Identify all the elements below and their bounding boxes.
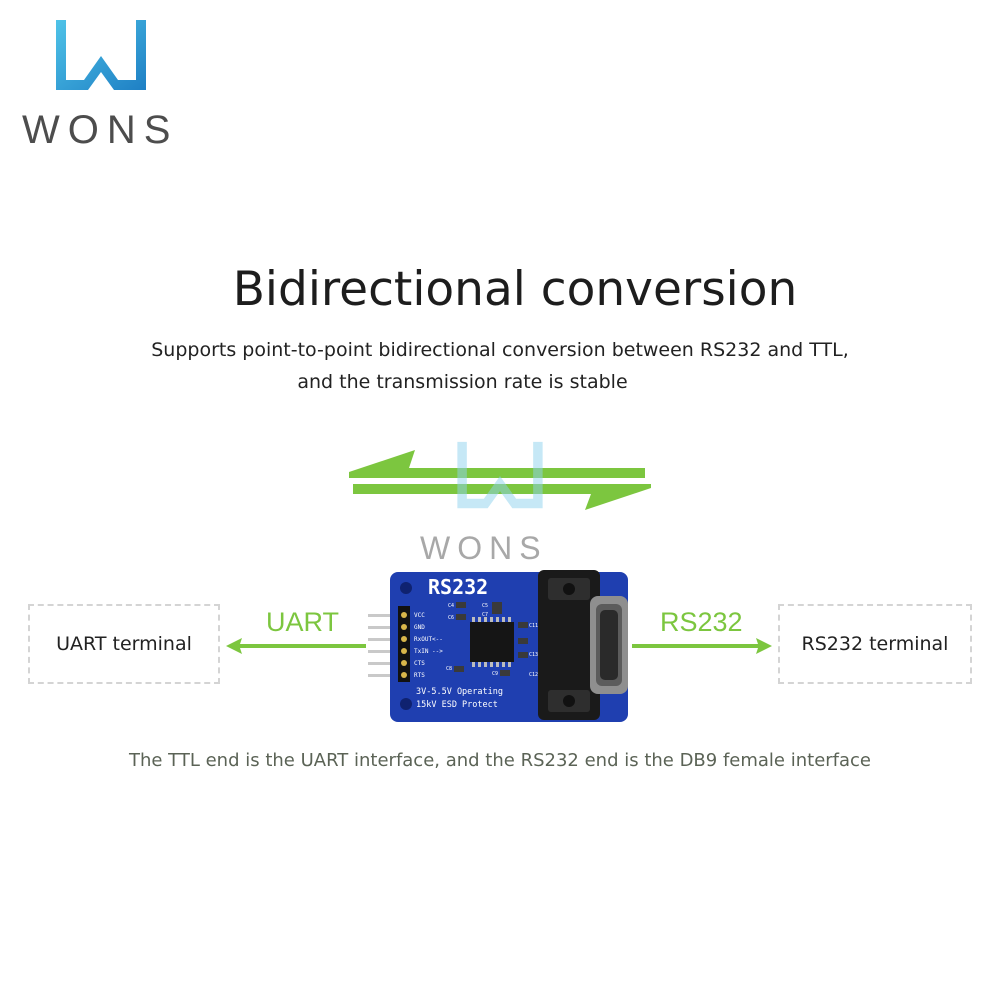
pin-label-vcc: VCC [414, 612, 425, 619]
component-c11: C11 [529, 623, 538, 629]
component-c4: C4 [448, 603, 454, 609]
component-c6: C6 [448, 615, 454, 621]
subtitle-line-1: Supports point-to-point bidirectional co… [151, 339, 849, 361]
watermark-text: WONS [420, 530, 548, 566]
component-c7: C7 [482, 612, 488, 618]
pin-label-txin: TxIN --> [414, 648, 443, 655]
rs232-board-image: RS232 VCC GND RxOUT<-- TxIN --> CTS RTS … [368, 570, 628, 722]
component-c5: C5 [482, 603, 488, 609]
uart-terminal-label: UART terminal [56, 633, 192, 655]
component-c12: C12 [529, 672, 538, 678]
component-c8: C8 [446, 666, 452, 672]
arrow-right-icon [632, 638, 772, 654]
watermark-logo-icon [457, 441, 543, 509]
rs232-terminal-box: RS232 terminal [778, 604, 972, 684]
pin-header [368, 614, 398, 677]
caption: The TTL end is the UART interface, and t… [128, 750, 872, 771]
board-title: RS232 [428, 575, 488, 599]
uart-terminal-box: UART terminal [28, 604, 220, 684]
subtitle-line-2: and the transmission rate is stable [297, 371, 628, 393]
pin-label-rxout: RxOUT<-- [414, 636, 443, 643]
pin-label-rts: RTS [414, 672, 425, 679]
rs232-label: RS232 [660, 607, 743, 637]
bidirectional-arrows-icon [349, 450, 651, 510]
pin-label-cts: CTS [414, 660, 425, 667]
uart-label: UART [266, 607, 340, 637]
board-esd-text: 15kV ESD Protect [416, 700, 498, 710]
wons-logo-icon [56, 20, 146, 90]
rs232-terminal-label: RS232 terminal [801, 633, 949, 655]
board-operating-text: 3V-5.5V Operating [416, 687, 503, 697]
component-c9: C9 [492, 671, 498, 677]
pin-label-gnd: GND [414, 624, 425, 631]
page-title: Bidirectional conversion [232, 262, 798, 317]
brand-name: WONS [22, 108, 179, 152]
arrow-left-icon [226, 638, 366, 654]
component-c13: C13 [529, 652, 538, 658]
